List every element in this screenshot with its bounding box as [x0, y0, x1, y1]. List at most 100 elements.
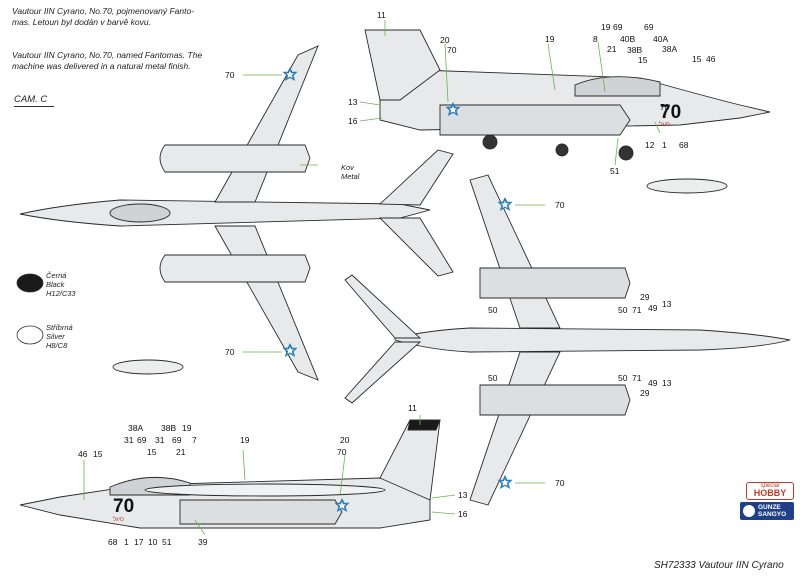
special-hobby-logo: special HOBBY — [746, 482, 794, 500]
legend-black-swatch — [16, 273, 44, 293]
callout: 11 — [377, 10, 386, 20]
callout: 21 — [607, 44, 617, 54]
upper-tailplane-top — [378, 149, 454, 206]
callout: 11 — [408, 403, 417, 413]
callout: 15 — [93, 449, 103, 459]
lower-tailplane-bottom — [344, 341, 422, 404]
callout: 13 — [348, 97, 358, 107]
callout: 15 — [638, 55, 648, 65]
lower-fuselage — [394, 327, 791, 353]
legend-black-label: Černá Black H12/C33 — [46, 271, 76, 298]
callout: 49 — [648, 378, 658, 388]
callout: 69 — [172, 435, 182, 445]
callout: 16 — [458, 509, 468, 519]
callout: 50 — [618, 305, 628, 315]
camouflage-label: CAM. C — [14, 94, 48, 105]
callout: 69 — [137, 435, 147, 445]
lower-engine-top — [479, 267, 631, 299]
callout: 31 — [124, 435, 134, 445]
callouts-side-bottom: 11 38A 38B 19 31 69 31 69 7 19 20 46 15 … — [78, 403, 468, 547]
callouts-plan-top: 70 70 — [225, 70, 235, 357]
side-top-main-wheel-2 — [555, 143, 569, 157]
lower-wing-bottom — [469, 351, 561, 506]
callout: 17 — [134, 537, 144, 547]
callout: 49 — [648, 303, 658, 313]
drop-tank-right — [646, 178, 728, 194]
callout: 29 — [640, 388, 650, 398]
lower-wing-top — [469, 174, 561, 329]
side-bottom-engine — [179, 499, 343, 525]
gunze-word: GUNZE SANGYO — [758, 504, 787, 518]
callout: 8 — [593, 34, 598, 44]
gunze-sangyo-logo: GUNZE SANGYO — [740, 502, 794, 520]
callout: 71 — [632, 305, 642, 315]
kit-caption: SH72333 Vautour IIN Cyrano — [654, 560, 784, 571]
scheme-underline — [14, 106, 54, 107]
side-top-main-wheel-1 — [482, 134, 498, 150]
upper-canopy — [109, 203, 171, 223]
callout: 70 — [555, 478, 565, 488]
gunze-emblem — [743, 505, 755, 517]
lower-tailplane-top — [344, 274, 422, 339]
side-bottom-fin-tip — [407, 419, 441, 431]
callout: 71 — [632, 373, 642, 383]
callout: 40B — [620, 34, 635, 44]
callout: 50 — [488, 305, 498, 315]
side-bottom-wing — [144, 483, 386, 497]
callout: 46 — [78, 449, 88, 459]
metal-label: Kov Metal — [341, 163, 360, 181]
side-top-canopy — [574, 76, 661, 97]
upper-fuselage — [19, 199, 431, 227]
callout: 19 — [182, 423, 192, 433]
side-view-top — [364, 29, 771, 194]
callouts-side-top: 11 20 70 19 8 19 69 21 40B 38B 15 69 40A… — [348, 10, 716, 176]
callout: 19 — [601, 22, 611, 32]
hobby-word: HOBBY — [753, 488, 787, 498]
callout: 31 — [155, 435, 165, 445]
callout: 15 — [692, 54, 702, 64]
side-view-bottom — [19, 419, 441, 529]
callout: 50 — [618, 373, 628, 383]
callout: 13 — [662, 299, 672, 309]
callout: 12 — [645, 140, 655, 150]
drop-tank-left — [112, 359, 184, 375]
callout: 1 — [662, 140, 667, 150]
upper-engine-top — [159, 144, 311, 173]
callout: 68 — [108, 537, 118, 547]
callout: 15 — [147, 447, 157, 457]
callout: 70 — [225, 347, 235, 357]
callout: 51 — [610, 166, 620, 176]
callout: 51 — [162, 537, 172, 547]
legend-silver-label: Stříbrná Silver H8/C8 — [46, 323, 73, 350]
callout: 16 — [348, 116, 358, 126]
side-top-nose-wheel — [618, 145, 634, 161]
callout: 38A — [128, 423, 143, 433]
upper-tailplane-bottom — [378, 217, 454, 277]
side-top-engine — [439, 104, 631, 136]
callout: 19 — [545, 34, 555, 44]
side-top-fin — [364, 29, 441, 101]
callout: 13 — [662, 378, 672, 388]
callout: 7 — [192, 435, 197, 445]
callout: 19 — [240, 435, 250, 445]
side-top-code-small: סיגל — [659, 120, 670, 128]
callout: 68 — [679, 140, 689, 150]
note-english: Vautour IIN Cyrano, No.70, named Fantoma… — [12, 50, 203, 71]
callout: 70 — [225, 70, 235, 80]
lower-engine-bottom — [479, 384, 631, 416]
callout: 46 — [706, 54, 716, 64]
side-top-code: 70 — [660, 102, 681, 123]
special-word: special — [760, 483, 780, 489]
callout: 29 — [640, 292, 650, 302]
upper-engine-bottom — [159, 254, 311, 283]
callout: 39 — [198, 537, 208, 547]
callout: 38B — [627, 45, 642, 55]
callout: 38B — [161, 423, 176, 433]
callout: 70 — [555, 200, 565, 210]
note-czech: Vautour IIN Cyrano, No.70, pojmenovaný F… — [12, 6, 195, 27]
plan-view-upper — [19, 45, 454, 381]
callout-lines — [83, 20, 661, 536]
callout: 70 — [660, 102, 670, 112]
side-bottom-code: 70 — [113, 496, 134, 517]
